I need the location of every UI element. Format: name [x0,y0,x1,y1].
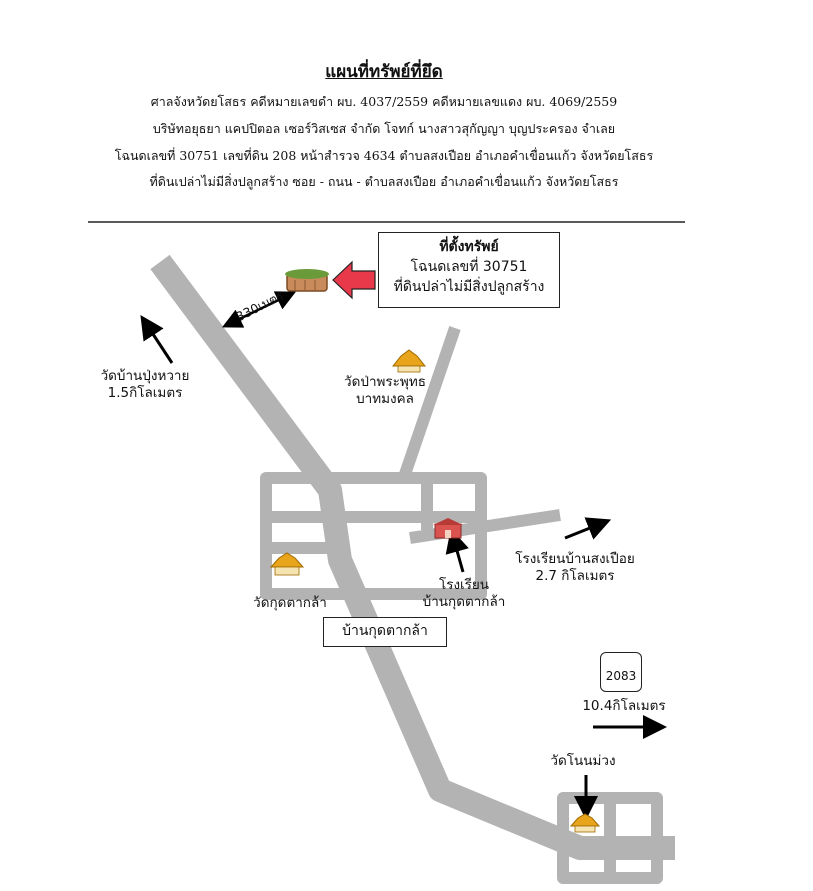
property-box-title: ที่ตั้งทรัพย์ [439,239,499,255]
temple-icon-wat-non-muang [569,813,601,833]
distance-arrow [221,291,297,328]
property-land-icon [285,269,329,292]
pung-wai-arrow [140,314,174,364]
village-name-box: บ้านกุดตากล้า [323,617,447,647]
label-songpueai-line1: โรงเรียนบ้านสงเปือย [515,551,635,567]
label-songpueai-school: โรงเรียนบ้านสงเปือย 2.7 กิโลเมตร [510,551,640,585]
label-wat-pa-line1: วัดป่าพระพุทธ [344,374,426,390]
main-road [150,254,675,860]
school-icon [433,518,463,539]
songpueai-arrow [564,517,612,540]
header-line-land: ที่ดินเปล่าไม่มีสิ่งปลูกสร้าง ซอย - ถนน … [149,174,619,189]
header-line-deed: โฉนดเลขที่ 30751 เลขที่ดิน 208 หน้าสำรวจ… [114,148,654,163]
temple-icon-wat-pa [391,349,427,373]
label-wat-ban-pung-wai-distance: 1.5กิโลเมตร [107,385,183,401]
property-box-deed: โฉนดเลขที่ 30751 [410,259,528,275]
school-arrow [445,528,469,573]
header-line-parties: บริษัทอยุธยา แคปปิตอล เซอร์วิสเซส จำกัด … [152,121,616,136]
label-wat-kut: วัดกุดตากล้า [253,595,327,611]
label-school-line2: บ้านกุดตากล้า [422,594,506,610]
label-wat-pa-line2: บาทมงคล [356,391,414,407]
header-line-court: ศาลจังหวัดยโสธร คดีหมายเลขดำ ผบ. 4037/25… [150,94,618,109]
label-wat-non-muang: วัดโนนม่วง [550,753,616,769]
road-network [150,254,675,884]
highway-number-box: 2083 [600,652,642,692]
label-highway-distance: 10.4กิโลเมตร [582,698,666,714]
property-location-box: ที่ตั้งทรัพย์ โฉนดเลขที่ 30751 ที่ดินปล่… [378,232,560,308]
label-wat-ban-pung-wai: วัดบ้านปุ่งหวาย 1.5กิโลเมตร [95,368,195,402]
property-box-description: ที่ดินปล่าไม่มีสิ่งปลูกสร้าง [393,279,545,295]
road-to-wat-pa [397,326,461,482]
highway-number: 2083 [605,669,637,683]
property-pointer-arrow [332,260,376,300]
map-title: แผนที่ทรัพย์ที่ยึด [325,62,443,82]
village-grid-outer [260,472,487,600]
label-wat-pa: วัดป่าพระพุทธ บาทมงคล [336,374,434,408]
label-school-line1: โรงเรียน [438,577,490,593]
temple-icon-wat-kut [269,552,305,576]
label-wat-ban-pung-wai-name: วัดบ้านปุ่งหวาย [100,368,190,384]
label-songpueai-line2: 2.7 กิโลเมตร [535,568,615,584]
label-school: โรงเรียน บ้านกุดตากล้า [418,577,510,611]
